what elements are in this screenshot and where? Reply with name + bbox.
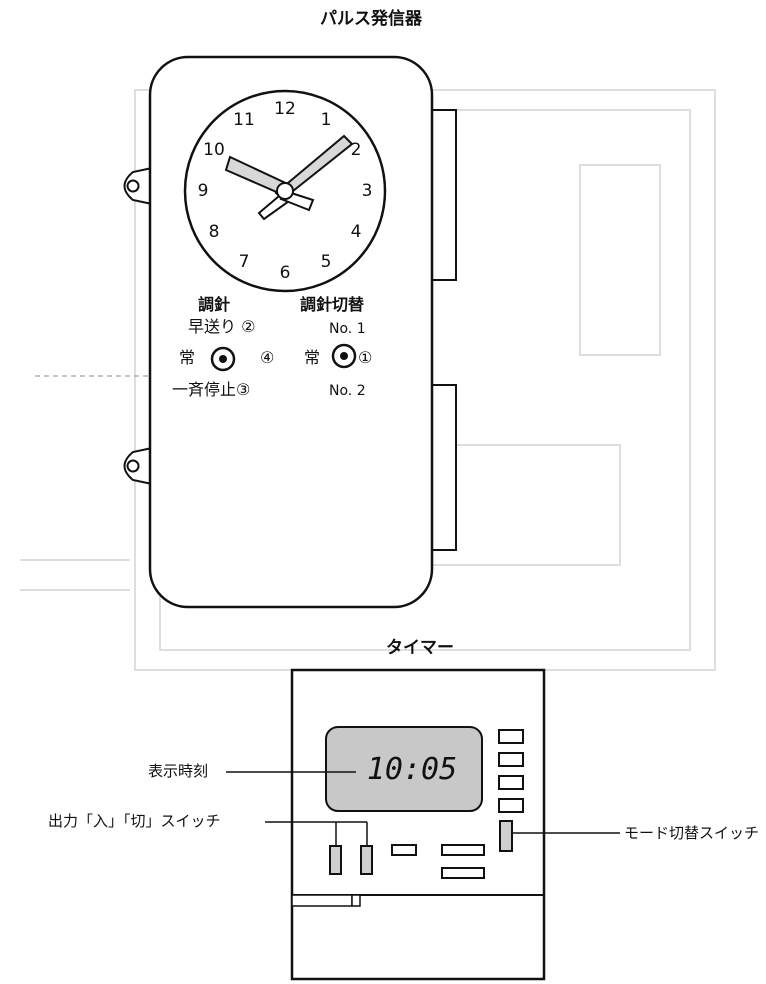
no1-label: No. 1 — [329, 321, 366, 337]
clock-numeral-4: 4 — [351, 222, 362, 242]
mounting-hole-upper — [126, 179, 140, 193]
normal-label-right: 常 — [304, 348, 321, 367]
timer-button-2[interactable] — [498, 752, 524, 767]
mounting-hole-lower — [126, 459, 140, 473]
stop-all-label: 一斉停止③ — [172, 380, 251, 399]
mode-switch-callout: モード切替スイッチ — [624, 824, 760, 842]
clock-numeral-5: 5 — [321, 252, 332, 272]
hand-adjust-heading: 調針 — [198, 295, 231, 314]
clock-numeral-9: 9 — [198, 181, 209, 201]
timer-lower-tab-stub — [351, 894, 361, 907]
side-tab-lower — [429, 384, 457, 551]
clock-numeral-6: 6 — [280, 263, 291, 283]
clock-numeral-12: 12 — [274, 99, 296, 119]
position-1-label: ① — [358, 348, 373, 367]
timer-title: タイマー — [386, 638, 454, 658]
clock-numeral-7: 7 — [239, 252, 250, 272]
timer-slot-1[interactable] — [391, 844, 417, 856]
normal-label-left: 常 — [179, 348, 196, 367]
clock-numeral-11: 11 — [233, 110, 255, 130]
clock-numeral-8: 8 — [209, 222, 220, 242]
pulse-generator-title: パルス発信器 — [320, 9, 422, 29]
mode-switch[interactable] — [499, 820, 513, 852]
timer-slot-2[interactable] — [441, 844, 485, 856]
position-4-label: ④ — [260, 348, 275, 367]
timer-button-1[interactable] — [498, 729, 524, 744]
lcd-time-text: 10:05 — [367, 752, 457, 787]
hand-adjust-knob[interactable] — [210, 346, 236, 372]
timer-slot-3[interactable] — [441, 867, 485, 879]
fast-forward-label: 早送り ② — [188, 317, 256, 336]
timer-button-4[interactable] — [498, 798, 524, 813]
hand-switch-heading: 調針切替 — [300, 295, 365, 314]
clock-hub — [276, 182, 294, 200]
output-on-switch[interactable] — [329, 845, 342, 875]
lcd-display — [325, 726, 483, 812]
timer-lower-tab — [291, 894, 353, 907]
display-time-callout: 表示時刻 — [148, 762, 209, 780]
hand-adjust-switch-knob[interactable] — [331, 343, 357, 369]
clock-numeral-3: 3 — [362, 181, 373, 201]
clock-numeral-10: 10 — [203, 140, 225, 160]
clock-numeral-1: 1 — [321, 110, 332, 130]
output-switch-callout: 出力「入」「切」スイッチ — [48, 812, 221, 830]
no2-label: No. 2 — [329, 383, 366, 399]
output-off-switch[interactable] — [360, 845, 373, 875]
clock-numeral-2: 2 — [351, 140, 362, 160]
timer-button-3[interactable] — [498, 775, 524, 790]
